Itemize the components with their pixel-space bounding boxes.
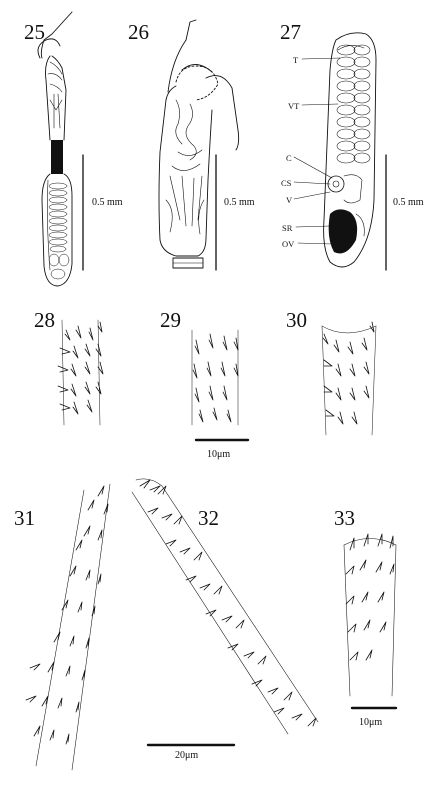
figure-number-31: 31 [14, 506, 35, 530]
label-C: C [286, 153, 292, 163]
scale-label-figs28-30: 10μm [207, 449, 231, 460]
figure-number-27: 27 [280, 20, 301, 44]
fig29-spines-drawing [191, 329, 239, 426]
label-CS: CS [281, 178, 292, 188]
label-V: V [286, 195, 293, 205]
scale-label-fig25: 0.5 mm [92, 197, 123, 208]
figure-number-29: 29 [160, 308, 181, 332]
figure-number-25: 25 [24, 20, 45, 44]
fig32-spines-drawing [131, 478, 319, 735]
scale-label-fig26: 0.5 mm [224, 197, 255, 208]
figure-number-28: 28 [34, 308, 55, 332]
figure-number-32: 32 [198, 506, 219, 530]
figure-number-33: 33 [334, 506, 355, 530]
fig28-spines-drawing [57, 319, 104, 426]
scale-label-figs31-32: 20μm [175, 750, 199, 761]
label-OV: OV [282, 239, 295, 249]
figure-number-30: 30 [286, 308, 307, 332]
fig25-worm-drawing [37, 11, 73, 287]
fig30-spines-drawing [321, 321, 377, 436]
label-T: T [293, 55, 299, 65]
label-VT: VT [288, 101, 300, 111]
fig33-spines-drawing [343, 533, 397, 697]
scale-label-fig27: 0.5 mm [393, 197, 424, 208]
fig27-worm-drawing [293, 32, 377, 268]
label-SR: SR [282, 223, 293, 233]
fig31-spines-drawing [25, 483, 111, 771]
figure-number-26: 26 [128, 20, 149, 44]
scale-label-fig33: 10μm [359, 717, 383, 728]
fig26-worm-drawing [158, 19, 240, 269]
